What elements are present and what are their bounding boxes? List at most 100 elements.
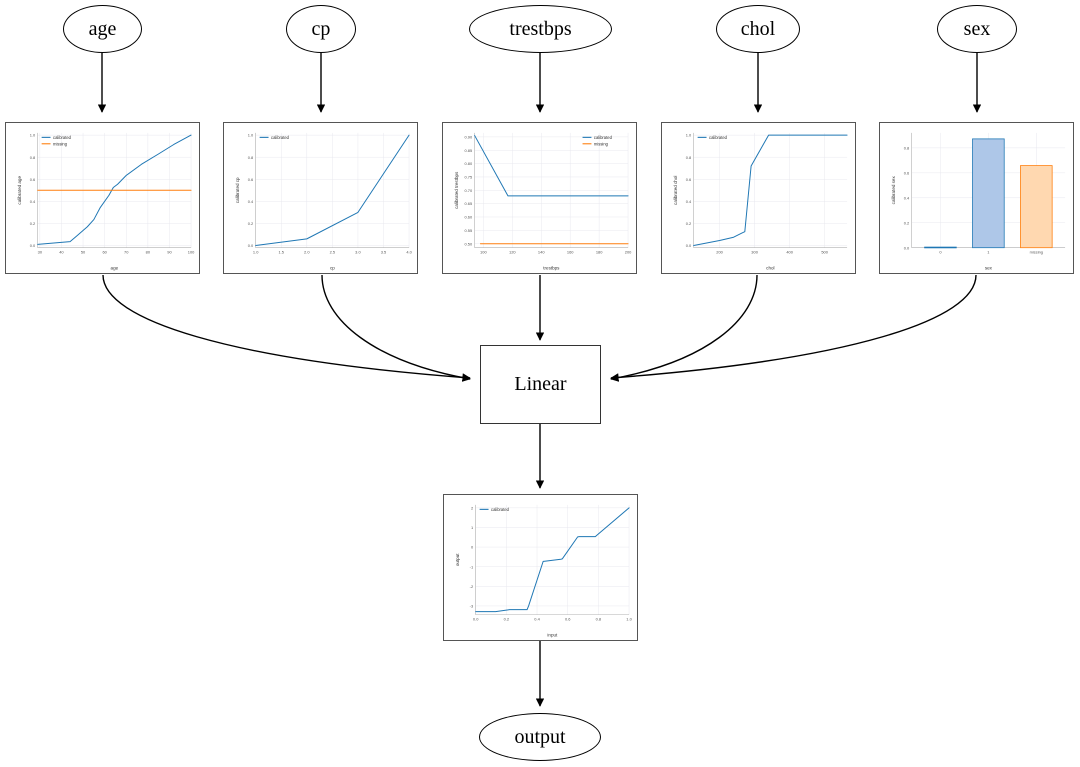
svg-text:300: 300 [751,250,758,255]
svg-text:0.4: 0.4 [686,199,692,204]
svg-text:calibrated cp: calibrated cp [235,177,240,203]
svg-text:0.4: 0.4 [30,199,36,204]
svg-text:input: input [547,633,558,638]
node-chol-label: chol [740,17,776,40]
node-sex-label: sex [963,17,991,40]
svg-text:0.70: 0.70 [465,188,473,193]
svg-text:0.0: 0.0 [248,243,254,248]
svg-text:calibrated trestbps: calibrated trestbps [454,171,459,209]
svg-text:0.2: 0.2 [686,221,691,226]
node-chol[interactable]: chol [716,5,800,53]
svg-text:calibrated chol: calibrated chol [673,176,678,205]
svg-text:0.0: 0.0 [686,243,692,248]
edge-sex-plot-to-linear [610,274,977,382]
svg-text:0.8: 0.8 [686,155,692,160]
edge-cp-plot-to-linear [321,274,471,382]
svg-text:0.4: 0.4 [534,617,540,622]
svg-text:missing: missing [1030,250,1043,255]
node-cp-label: cp [311,17,331,40]
svg-text:-3: -3 [470,604,474,609]
svg-text:calibrated age: calibrated age [17,176,22,205]
svg-text:0.2: 0.2 [504,617,509,622]
svg-text:0.0: 0.0 [473,617,479,622]
svg-text:calibrated sex: calibrated sex [891,176,896,205]
svg-text:calibrated: calibrated [491,507,510,512]
svg-text:sex: sex [985,265,993,270]
svg-text:200: 200 [625,250,632,255]
svg-text:0.4: 0.4 [248,199,254,204]
svg-text:1: 1 [471,525,473,530]
svg-text:2.0: 2.0 [304,250,310,255]
svg-text:400: 400 [786,250,793,255]
svg-text:100: 100 [188,250,195,255]
node-output[interactable]: output [479,713,601,761]
svg-text:80: 80 [146,250,151,255]
svg-text:3.0: 3.0 [355,250,361,255]
svg-text:90: 90 [167,250,172,255]
svg-text:180: 180 [596,250,603,255]
node-trestbps-label: trestbps [509,17,572,40]
svg-text:1.0: 1.0 [248,133,254,138]
svg-text:0.6: 0.6 [565,617,571,622]
svg-text:0.50: 0.50 [465,241,473,246]
svg-text:trestbps: trestbps [543,265,560,270]
node-sex[interactable]: sex [937,5,1017,53]
svg-text:0.8: 0.8 [30,155,36,160]
edge-chol-plot-to-linear [610,274,758,382]
node-output-label: output [514,725,566,748]
svg-text:100: 100 [480,250,487,255]
svg-text:0.2: 0.2 [30,221,35,226]
svg-text:0.6: 0.6 [30,177,36,182]
svg-text:missing: missing [594,141,609,146]
svg-text:calibrated: calibrated [53,135,72,140]
svg-text:1.0: 1.0 [30,133,36,138]
svg-text:0.65: 0.65 [465,201,473,206]
svg-text:60: 60 [102,250,107,255]
svg-text:0.8: 0.8 [248,155,254,160]
svg-text:0.85: 0.85 [465,148,473,153]
node-linear[interactable]: Linear [480,345,601,424]
node-cp[interactable]: cp [286,5,356,53]
svg-text:30: 30 [38,250,43,255]
svg-text:0.8: 0.8 [596,617,602,622]
svg-text:0: 0 [471,545,474,550]
svg-text:200: 200 [716,250,723,255]
svg-text:0.8: 0.8 [904,145,910,150]
edge-age-plot-to-linear [102,274,471,382]
svg-text:cp: cp [330,265,335,270]
svg-text:70: 70 [124,250,129,255]
svg-text:0.60: 0.60 [465,215,473,220]
svg-text:0.2: 0.2 [248,221,253,226]
svg-text:chol: chol [766,265,774,270]
svg-text:calibrated: calibrated [271,135,290,140]
svg-text:0.4: 0.4 [904,195,910,200]
svg-text:1: 1 [987,250,989,255]
svg-text:3.5: 3.5 [381,250,387,255]
svg-text:2.5: 2.5 [330,250,336,255]
svg-text:-1: -1 [470,564,474,569]
svg-text:calibrated: calibrated [594,135,613,140]
node-trestbps[interactable]: trestbps [469,5,612,53]
svg-text:500: 500 [821,250,828,255]
svg-text:0.0: 0.0 [30,243,36,248]
svg-text:140: 140 [538,250,545,255]
svg-text:0.6: 0.6 [686,177,692,182]
svg-text:4.0: 4.0 [406,250,412,255]
svg-text:output: output [455,553,460,566]
svg-text:1.0: 1.0 [626,617,632,622]
svg-text:2: 2 [471,505,473,510]
node-age[interactable]: age [63,5,142,53]
svg-text:0.90: 0.90 [465,134,473,139]
svg-text:0.6: 0.6 [248,177,254,182]
